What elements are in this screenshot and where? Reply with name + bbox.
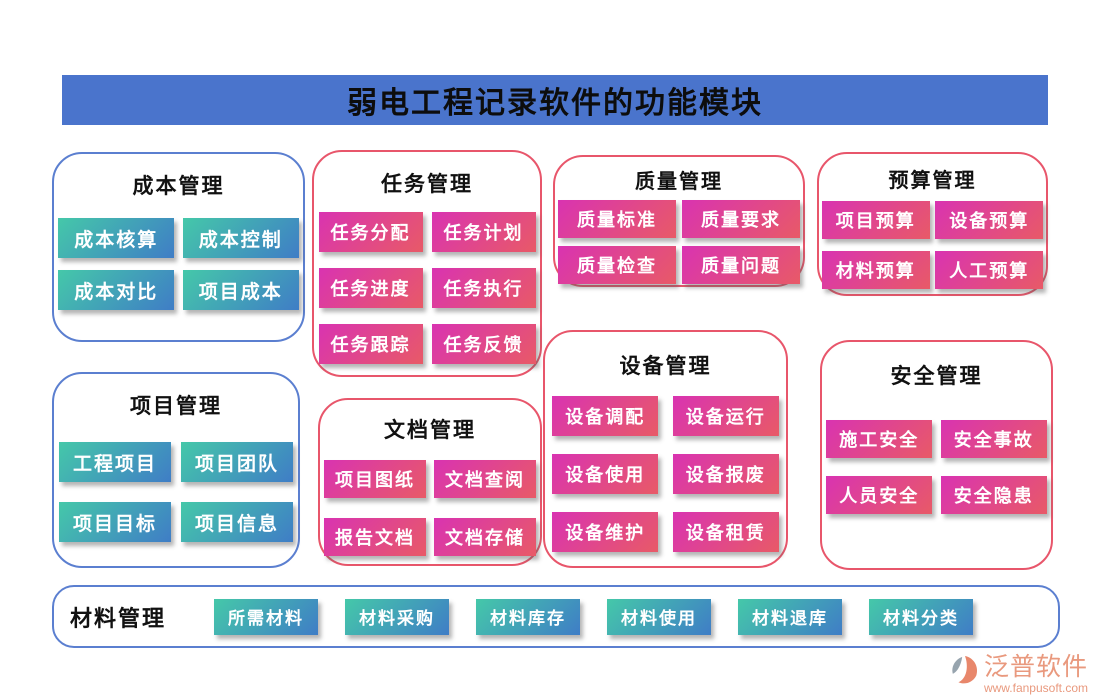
- card-project-management: 项目管理 工程项目 项目团队 项目目标 项目信息: [52, 372, 300, 568]
- module-button-material-return[interactable]: 材料退库: [738, 598, 843, 635]
- module-button-quality-check[interactable]: 质量检查: [558, 246, 676, 284]
- module-button-safety-accident[interactable]: 安全事故: [940, 420, 1047, 458]
- button-grid: 项目预算 设备预算 材料预算 人工预算: [819, 201, 1046, 289]
- module-button-task-plan[interactable]: 任务计划: [431, 212, 536, 252]
- card-title: 任务管理: [381, 172, 473, 196]
- module-button-cost-accounting[interactable]: 成本核算: [58, 218, 175, 258]
- module-button-doc-storage[interactable]: 文档存储: [434, 518, 536, 556]
- module-button-construction-safety[interactable]: 施工安全: [826, 420, 933, 458]
- module-button-cost-compare[interactable]: 成本对比: [58, 270, 175, 310]
- module-button-material-usage[interactable]: 材料使用: [607, 598, 712, 635]
- card-title: 成本管理: [132, 174, 225, 198]
- module-button-safety-hazard[interactable]: 安全隐患: [940, 476, 1047, 514]
- card-title: 质量管理: [635, 171, 723, 193]
- module-button-quality-issue[interactable]: 质量问题: [682, 246, 800, 284]
- vendor-url: www.fanpusoft.com: [983, 681, 1088, 695]
- card-equipment-management: 设备管理 设备调配 设备运行 设备使用 设备报废 设备维护 设备租赁: [543, 330, 788, 568]
- button-grid: 任务分配 任务计划 任务进度 任务执行 任务跟踪 任务反馈: [314, 212, 540, 364]
- card-safety-management: 安全管理 施工安全 安全事故 人员安全 安全隐患: [820, 340, 1053, 570]
- button-row: 所需材料 材料采购 材料库存 材料使用 材料退库 材料分类: [214, 598, 974, 635]
- card-budget-management: 预算管理 项目预算 设备预算 材料预算 人工预算: [817, 152, 1048, 296]
- module-button-project-team[interactable]: 项目团队: [181, 442, 293, 482]
- button-grid: 工程项目 项目团队 项目目标 项目信息: [54, 442, 298, 542]
- card-title: 材料管理: [70, 605, 167, 631]
- button-grid: 项目图纸 文档查阅 报告文档 文档存储: [320, 460, 540, 556]
- card-material-management: 材料管理 所需材料 材料采购 材料库存 材料使用 材料退库 材料分类: [52, 585, 1060, 648]
- card-quality-management: 质量管理 质量标准 质量要求 质量检查 质量问题: [553, 155, 805, 287]
- module-button-labor-budget[interactable]: 人工预算: [935, 251, 1044, 289]
- module-button-material-stock[interactable]: 材料库存: [476, 598, 581, 635]
- module-button-project-drawing[interactable]: 项目图纸: [324, 460, 426, 498]
- module-button-project-cost[interactable]: 项目成本: [182, 270, 299, 310]
- card-title: 预算管理: [888, 170, 977, 192]
- module-button-task-execute[interactable]: 任务执行: [431, 268, 536, 308]
- module-button-report-doc[interactable]: 报告文档: [324, 518, 426, 556]
- button-grid: 设备调配 设备运行 设备使用 设备报废 设备维护 设备租赁: [545, 396, 786, 552]
- module-button-material-category[interactable]: 材料分类: [869, 598, 974, 635]
- vendor-logo-icon: [950, 655, 980, 690]
- card-document-management: 文档管理 项目图纸 文档查阅 报告文档 文档存储: [318, 398, 542, 566]
- module-button-device-maintain[interactable]: 设备维护: [552, 512, 659, 552]
- module-button-device-dispatch[interactable]: 设备调配: [552, 396, 659, 436]
- module-button-project-goal[interactable]: 项目目标: [59, 502, 171, 542]
- module-button-device-usage[interactable]: 设备使用: [552, 454, 659, 494]
- module-button-cost-control[interactable]: 成本控制: [182, 218, 299, 258]
- module-button-device-budget[interactable]: 设备预算: [935, 201, 1044, 239]
- page-title: 弱电工程记录软件的功能模块: [347, 87, 763, 120]
- module-button-material-purchase[interactable]: 材料采购: [345, 598, 450, 635]
- card-title: 设备管理: [619, 354, 712, 378]
- card-cost-management: 成本管理 成本核算 成本控制 成本对比 项目成本: [52, 152, 305, 342]
- module-button-task-assign[interactable]: 任务分配: [318, 212, 423, 252]
- button-grid: 成本核算 成本控制 成本对比 项目成本: [54, 218, 303, 310]
- card-title: 文档管理: [384, 418, 476, 442]
- module-button-task-progress[interactable]: 任务进度: [318, 268, 423, 308]
- card-title: 项目管理: [130, 394, 222, 418]
- module-button-task-feedback[interactable]: 任务反馈: [431, 324, 536, 364]
- card-title: 安全管理: [890, 364, 983, 388]
- module-button-project-info[interactable]: 项目信息: [181, 502, 293, 542]
- module-button-task-track[interactable]: 任务跟踪: [318, 324, 423, 364]
- module-button-device-running[interactable]: 设备运行: [672, 396, 779, 436]
- vendor-logo-text: 泛普软件 www.fanpusoft.com: [984, 655, 1088, 694]
- card-task-management: 任务管理 任务分配 任务计划 任务进度 任务执行 任务跟踪 任务反馈: [312, 150, 542, 377]
- module-button-material-needed[interactable]: 所需材料: [214, 598, 319, 635]
- vendor-logo: 泛普软件 www.fanpusoft.com: [950, 655, 1088, 694]
- module-button-personnel-safety[interactable]: 人员安全: [826, 476, 933, 514]
- button-grid: 施工安全 安全事故 人员安全 安全隐患: [822, 420, 1051, 514]
- module-button-device-lease[interactable]: 设备租赁: [672, 512, 779, 552]
- module-button-quality-standard[interactable]: 质量标准: [558, 200, 676, 238]
- module-button-device-scrap[interactable]: 设备报废: [672, 454, 779, 494]
- module-button-material-budget[interactable]: 材料预算: [821, 251, 930, 289]
- module-button-project-budget[interactable]: 项目预算: [821, 201, 930, 239]
- title-banner: 弱电工程记录软件的功能模块: [62, 75, 1048, 125]
- module-button-engineering-project[interactable]: 工程项目: [59, 442, 171, 482]
- vendor-brand-name: 泛普软件: [983, 654, 1088, 681]
- module-button-doc-view[interactable]: 文档查阅: [434, 460, 536, 498]
- module-button-quality-require[interactable]: 质量要求: [682, 200, 800, 238]
- button-grid: 质量标准 质量要求 质量检查 质量问题: [555, 200, 803, 284]
